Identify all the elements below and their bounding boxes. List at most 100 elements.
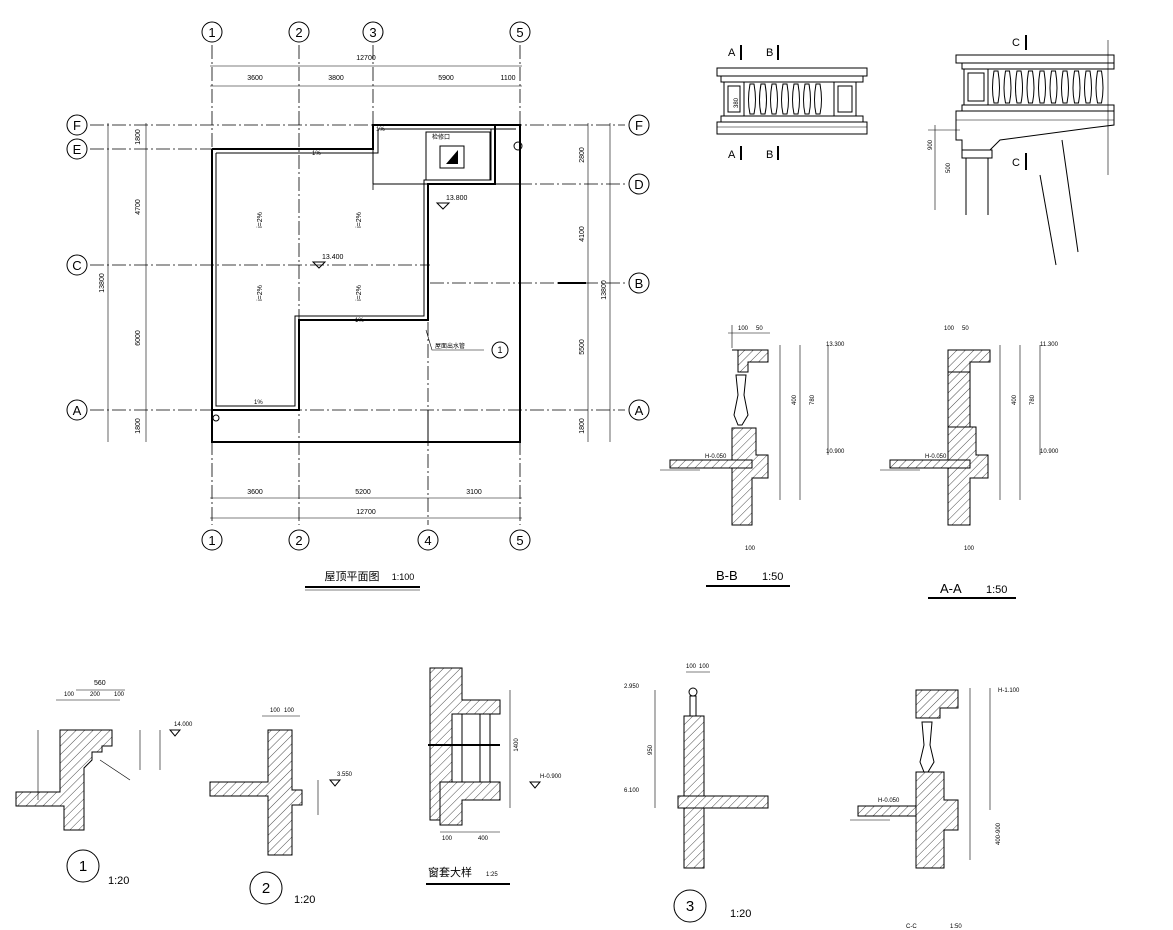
grid-bubble-top: [201, 21, 223, 43]
baluster-profile: [733, 374, 749, 426]
cut-label: B: [766, 47, 773, 59]
dimension-text: 1800: [135, 418, 142, 434]
dimension-text: 50: [756, 326, 763, 332]
dimension-text: 200: [90, 692, 101, 698]
grid-label: E: [73, 142, 82, 157]
level-text: 6.100: [624, 788, 640, 794]
dimension-text: 780: [810, 394, 816, 405]
slope-text: 1%: [376, 127, 385, 133]
dimension-text: 12700: [356, 55, 376, 62]
detail-1: 560 100 200 100 14.000 1 1:20: [15, 680, 193, 887]
cut-label: A: [728, 47, 736, 59]
detail-number: 2: [262, 880, 270, 897]
baluster: [1061, 70, 1069, 104]
section-scale: 1:50: [950, 924, 962, 930]
cut-label: A: [728, 149, 736, 161]
grid-label: A: [635, 403, 644, 418]
section-slab: [857, 805, 917, 817]
baluster: [1095, 70, 1104, 104]
detail-number: 3: [686, 898, 694, 915]
grid-bubble-top: [288, 21, 310, 43]
baluster: [1026, 70, 1035, 104]
baluster-row: [748, 83, 822, 115]
balustrade-post: [833, 81, 857, 117]
dimension-text: 3800: [328, 75, 344, 82]
dimension-text: 6000: [135, 330, 142, 346]
slope-label: i=2%: [356, 212, 363, 228]
detail-parapet: [683, 715, 705, 797]
detail-2: 100 100 3.550 2 1:20: [209, 708, 353, 906]
balustrade-plinth: [716, 121, 868, 135]
dimension-text: 12700: [356, 509, 376, 516]
grid-bubble-left: [66, 114, 88, 136]
dimension-text: 3600: [247, 489, 263, 496]
dimension-text: 100: [964, 546, 975, 552]
leader-line: [99, 759, 131, 781]
roof-hatch: [425, 131, 491, 181]
cornice-base: [961, 104, 1115, 112]
balustrade-post-panel: [727, 85, 741, 113]
dimension-text: 380: [734, 97, 740, 108]
window-frame: [461, 713, 491, 783]
balustrade-cap: [716, 67, 868, 77]
drain-icon: [513, 141, 523, 151]
projection-line: [1061, 139, 1079, 253]
grid-label: 4: [424, 533, 431, 548]
baluster: [1049, 70, 1058, 104]
elevation-marker: [328, 779, 342, 787]
level-text: 13.300: [826, 342, 845, 348]
grid-label: A: [73, 403, 82, 418]
dimension-text: 2800: [579, 147, 586, 163]
section-title: C-C: [906, 924, 917, 930]
grid-label: F: [635, 118, 643, 133]
level-text: 14.000: [174, 722, 193, 728]
baluster-profile: [919, 721, 935, 773]
detail-mark-number: 1: [497, 345, 502, 355]
roof-outer-edge: [211, 124, 521, 443]
grid-bubble-left: [66, 399, 88, 421]
baluster: [992, 70, 1000, 104]
grid-bubble-bottom: [417, 529, 439, 551]
roof-hatch-opening: [439, 145, 465, 169]
drawing-scale: 1:100: [392, 572, 415, 582]
baluster: [792, 83, 800, 115]
dimension-text: 900: [928, 139, 934, 150]
baluster: [770, 83, 778, 115]
dimension-text: 400: [1012, 394, 1018, 405]
baluster: [748, 83, 756, 115]
dimension-text: 5900: [438, 75, 454, 82]
window-sill: [439, 781, 501, 826]
section-wall: [947, 426, 989, 526]
cornice-cap: [961, 62, 1115, 70]
detail-slab: [677, 795, 769, 809]
section-scale: 1:50: [762, 571, 783, 583]
dimension-text: 50: [962, 326, 969, 332]
grid-bubble-right: [628, 272, 650, 294]
grid-bubble-bottom: [509, 529, 531, 551]
rail-post: [689, 695, 697, 717]
section-slab: [669, 459, 753, 469]
dimension-text: 100: [944, 326, 955, 332]
detail-scale: 1:20: [294, 894, 315, 906]
level-text: H-1.100: [998, 688, 1020, 694]
section-b-b: 100 50 400 780 13.300 10.900 H-0.050 100…: [660, 325, 845, 587]
grid-bubble-right: [628, 114, 650, 136]
cornice-profile: [955, 110, 1115, 151]
dimension-text: 500: [946, 162, 952, 173]
section-c-c: H-1.100 H-0.050 400-900 C-C 1:50: [850, 688, 1020, 930]
level-text: H-0.050: [705, 454, 727, 460]
balustrade-cap: [720, 75, 864, 83]
dimension-text: 400: [792, 394, 798, 405]
roof-note: 检修口: [432, 133, 450, 141]
section-title: B-B: [716, 568, 738, 583]
cut-label: C: [1012, 37, 1020, 49]
section-wall: [915, 771, 959, 869]
grid-label: 3: [369, 25, 376, 40]
section-title: A-A: [940, 581, 962, 596]
drain-icon: [212, 414, 220, 422]
baluster: [781, 83, 789, 115]
cornice-post-panel: [967, 72, 985, 102]
dimension-text: 5200: [355, 489, 371, 496]
elevation-text: 13.400: [322, 254, 344, 261]
